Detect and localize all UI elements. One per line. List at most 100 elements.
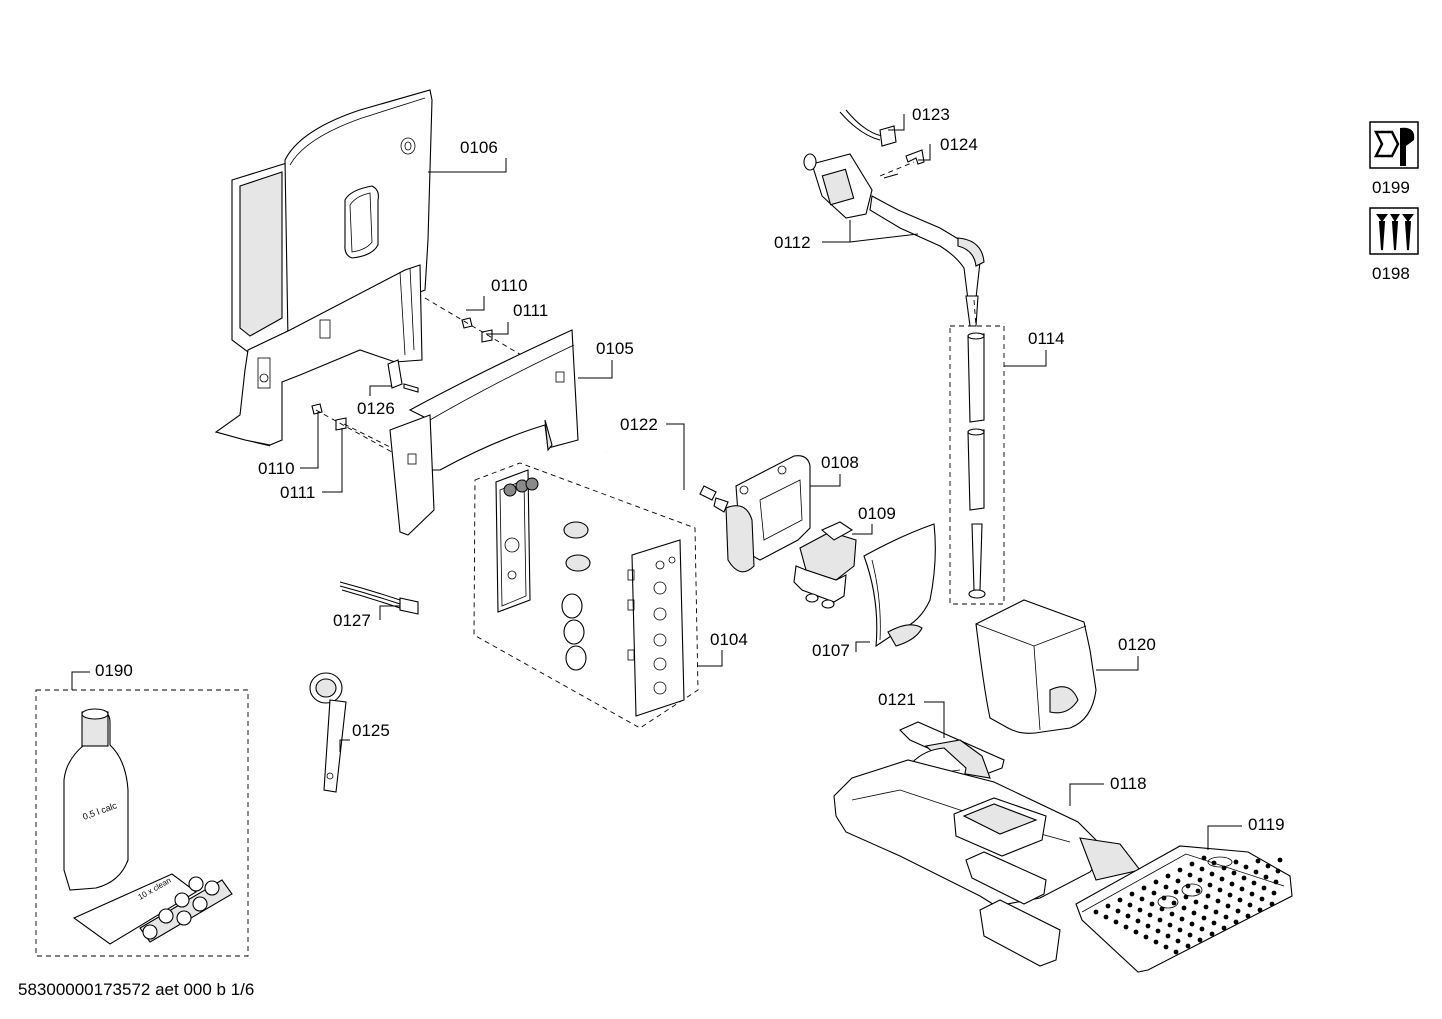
label-0118: 0118 [1110,774,1147,793]
label-0107: 0107 [812,641,850,660]
drip-grid-hole [1151,890,1157,896]
drip-grid-hole [1197,937,1203,943]
label-0105: 0105 [596,339,634,358]
drip-grid-hole [1251,880,1257,886]
label-0110-lower: 0110 [258,459,295,478]
part-0107-cover [863,523,936,648]
drip-grid-hole [1227,892,1233,898]
drip-grid-hole [1133,929,1139,935]
drip-grid-hole [1175,878,1181,884]
drip-grid-hole [1179,916,1185,922]
drip-grid-hole [1205,893,1211,899]
drip-grid-hole [1189,921,1195,927]
drip-grid-hole [1241,875,1247,881]
label-0111: 0111 [513,301,548,320]
part-0119-drip-grid [1075,845,1293,973]
drip-grid-hole [1183,894,1189,900]
drip-grid-hole [1197,877,1203,883]
part-0126-bracket-screw [387,359,419,393]
drip-grid-hole [1115,908,1121,914]
drip-grid-hole [1271,890,1277,896]
label-0112: 0112 [774,233,811,252]
drip-grid-hole [1249,891,1255,897]
drip-grid-hole [1153,939,1159,945]
drip-grid-hole [1137,907,1143,913]
part-0122-tube [604,451,717,501]
part-0110-cap-lower [311,403,323,415]
drip-grid-hole [1143,934,1149,940]
drip-grid-hole [1129,891,1135,897]
label-0110: 0110 [491,276,528,295]
drip-grid-hole [1195,888,1201,894]
drip-grid-hole [1247,902,1253,908]
drip-grid-hole [1189,861,1195,867]
drip-grid-hole [1231,870,1237,876]
part-0112-steam-valve [803,153,985,327]
label-0121: 0121 [878,690,916,709]
drip-grid-hole [1173,949,1179,955]
drip-grid-hole [1093,909,1099,915]
label-0104: 0104 [710,630,748,649]
drip-grid-hole [1165,933,1171,939]
drip-grid-hole [1187,872,1193,878]
drip-grid-hole [1273,879,1279,885]
drip-grid-hole [1159,906,1165,912]
drip-grid-hole [1217,887,1223,893]
drip-grid-hole [1237,897,1243,903]
drip-grid-hole [1177,927,1183,933]
drip-grid-hole [1233,919,1239,925]
drip-grid-hole [1117,897,1123,903]
drip-grid-hole [1163,884,1169,890]
drip-grid-hole [1157,917,1163,923]
drip-grid-hole [1203,904,1209,910]
drip-grid-hole [1235,908,1241,914]
part-0123-connector [839,109,897,147]
label-0120: 0120 [1118,635,1156,654]
drip-grid-hole [1255,858,1261,864]
leader-lines [71,114,1242,850]
label-0124: 0124 [940,135,978,154]
label-0190: 0190 [95,661,133,680]
label-0106: 0106 [460,138,498,157]
part-0125-measuring-spoon [309,672,347,793]
drip-grid-hole [1139,896,1145,902]
part-0108-dispenser-head [713,455,811,573]
label-0114: 0114 [1028,329,1065,348]
part-0118-drip-tray [833,759,1141,967]
drip-grid-hole [1169,911,1175,917]
label-0111-lower: 0111 [280,483,315,502]
drip-grid-hole [1275,868,1281,874]
drip-grid-hole [1243,864,1249,870]
drip-grid-hole [1207,882,1213,888]
drip-grid-hole [1221,925,1227,931]
part-0109-spout [793,521,857,609]
drip-grid-hole [1163,944,1169,950]
drip-grid-hole [1213,909,1219,915]
part-labels: 0106 0110 0111 0105 0126 0110 0111 0123 … [95,105,1410,834]
drip-grid-hole [1167,922,1173,928]
drip-grid-hole [1209,871,1215,877]
drip-grid-hole [1181,905,1187,911]
label-0108: 0108 [821,453,859,472]
drip-grid-hole [1185,943,1191,949]
drip-grid-hole [1149,901,1155,907]
drip-grid-hole [1177,867,1183,873]
drip-grid-hole [1201,915,1207,921]
drip-grid-hole [1229,881,1235,887]
drip-grid-hole [1223,914,1229,920]
drip-grid-hole [1173,889,1179,895]
drip-grid-hole [1175,938,1181,944]
drip-grid-hole [1245,913,1251,919]
label-0126: 0126 [357,399,395,418]
drip-grid-hole [1187,932,1193,938]
drip-grid-holes [1093,855,1283,955]
drip-grid-hole [1191,910,1197,916]
part-0190-care-kit: 0,5 l calc 10 x clean [35,689,249,957]
drip-grid-hole [1261,885,1267,891]
label-0123: 0123 [912,105,950,124]
drip-grid-hole [1269,901,1275,907]
drip-grid-hole [1215,898,1221,904]
drip-grid-hole [1125,913,1131,919]
drip-grid-hole [1103,914,1109,920]
label-0119: 0119 [1248,815,1285,834]
